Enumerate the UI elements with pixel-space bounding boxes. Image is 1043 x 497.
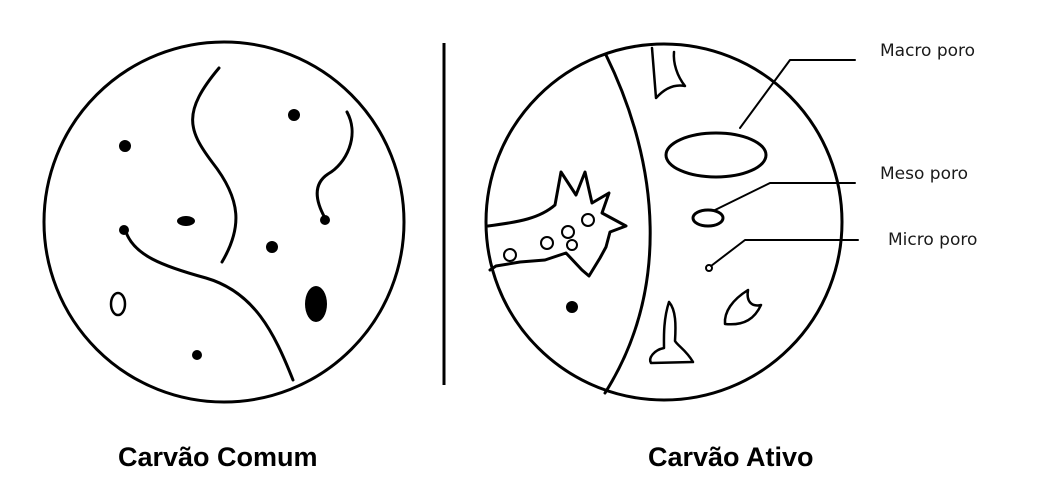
common-carbon-illustration bbox=[44, 42, 404, 402]
meso-pore-leader-line bbox=[715, 183, 855, 210]
common-pore-dot-5 bbox=[320, 215, 330, 225]
common-pore-dot-7 bbox=[192, 350, 202, 360]
common-pore-open bbox=[111, 293, 125, 315]
common-pore-dot-2 bbox=[288, 109, 300, 121]
activated-pore-dot bbox=[566, 301, 578, 313]
activated-pore-bottom-stalk bbox=[650, 302, 693, 363]
common-pore-large-dark bbox=[305, 286, 327, 322]
activated-carbon-illustration bbox=[486, 44, 842, 400]
common-pore-dot-6 bbox=[266, 241, 278, 253]
meso-pore-label: Meso poro bbox=[880, 164, 968, 184]
common-channel-3 bbox=[126, 232, 293, 380]
activated-meso-pore bbox=[693, 210, 723, 226]
activated-pore-top-notch bbox=[652, 48, 685, 98]
common-carbon-caption: Carvão Comum bbox=[118, 444, 318, 471]
activated-pore-ring-5 bbox=[567, 240, 577, 250]
common-channel-2 bbox=[317, 112, 352, 218]
common-pore-dot-3 bbox=[177, 216, 195, 226]
activated-carbon-caption: Carvão Ativo bbox=[648, 444, 814, 471]
common-carbon-particle bbox=[44, 42, 404, 402]
activated-pore-ring-2 bbox=[541, 237, 553, 249]
macro-pore-label: Macro poro bbox=[880, 41, 975, 61]
common-pore-dot-4 bbox=[119, 225, 129, 235]
common-pore-dot-1 bbox=[119, 140, 131, 152]
micro-pore-label: Micro poro bbox=[888, 230, 977, 250]
activated-pore-ring-1 bbox=[504, 249, 516, 261]
activated-pore-ring-3 bbox=[562, 226, 574, 238]
common-channel-1 bbox=[193, 68, 236, 262]
activated-pore-ring-4 bbox=[582, 214, 594, 226]
activated-internal-boundary bbox=[605, 55, 650, 393]
activated-macro-pore bbox=[666, 133, 766, 177]
activated-pore-crescent bbox=[725, 290, 761, 324]
